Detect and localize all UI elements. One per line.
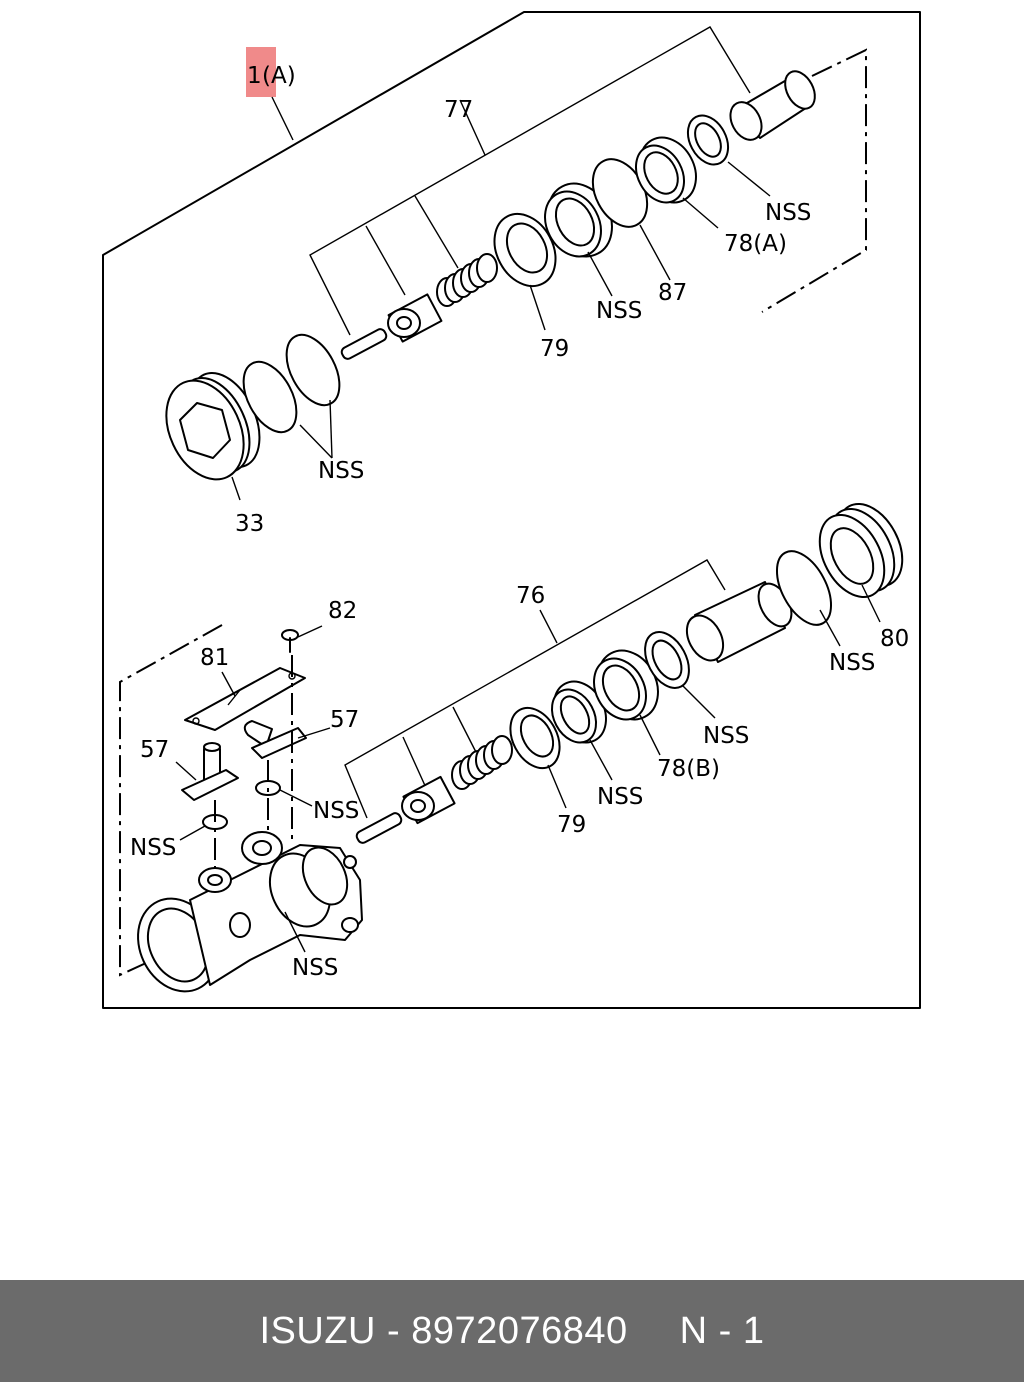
ring-78b [593, 649, 659, 721]
sleeve-top [387, 293, 443, 343]
washer-79-top [493, 212, 557, 288]
screw-82 [281, 629, 299, 653]
label-nss-top-seal: NSS [596, 298, 642, 324]
label-33: 33 [235, 511, 264, 537]
tube-top [729, 70, 816, 141]
pin-top [340, 328, 388, 360]
label-57-right: 57 [330, 707, 359, 733]
label-nss-washer-left: NSS [130, 835, 176, 861]
ring-78a [635, 136, 697, 204]
fitting-57-right [243, 720, 307, 759]
cap-80 [818, 502, 904, 599]
label-79-top: 79 [540, 336, 569, 362]
valve-body [137, 831, 363, 993]
label-82: 82 [328, 598, 357, 624]
label-81: 81 [200, 645, 229, 671]
ring-nss-bottom [644, 631, 690, 689]
label-80: 80 [880, 626, 909, 652]
label-78b: 78(B) [657, 756, 720, 782]
footer-code: N - 1 [679, 1309, 765, 1352]
seal-top [544, 182, 613, 258]
label-77: 77 [444, 97, 473, 123]
label-1: 1 [247, 63, 262, 89]
ring-nss-top [686, 114, 730, 166]
label-nss-body: NSS [292, 955, 338, 981]
label-nss-top-ring: NSS [765, 200, 811, 226]
label-nss-80: NSS [829, 650, 875, 676]
label-nss-orings: NSS [318, 458, 364, 484]
oring-nss-80 [775, 550, 833, 626]
label-nss-mid: NSS [597, 784, 643, 810]
label-nss-78b: NSS [703, 723, 749, 749]
sleeve-bottom [401, 775, 456, 825]
oring-nss-2 [285, 333, 341, 407]
pin-bottom [355, 812, 403, 844]
label-76: 76 [516, 583, 545, 609]
cap-33 [165, 371, 261, 481]
axis-top [761, 48, 867, 313]
spring-top [436, 253, 498, 307]
footer-brand: ISUZU [259, 1309, 376, 1352]
label-79-bottom: 79 [557, 812, 586, 838]
label-nss-washer-right: NSS [313, 798, 359, 824]
footer-part-number: 8972076840 [411, 1309, 628, 1352]
tube-bottom [685, 581, 793, 663]
diagram-frame [102, 11, 921, 1009]
footer-bar: ISUZU - 8972076840 N - 1 [0, 1280, 1024, 1382]
seal-bottom [550, 680, 607, 744]
label-87: 87 [658, 280, 687, 306]
highlight-marker [246, 47, 276, 97]
fitting-57-left [181, 742, 239, 801]
parts-diagram: 1 (A) 77 NSS 78(A) 87 NSS 79 NSS 33 76 8… [102, 11, 921, 1009]
spring-bottom [451, 735, 513, 790]
label-1-suffix: (A) [262, 63, 296, 89]
label-57-left: 57 [140, 737, 169, 763]
bracket-77 [309, 26, 751, 336]
oring-nss-1 [242, 360, 298, 434]
bracket-81 [184, 667, 306, 731]
label-78a: 78(A) [724, 231, 787, 257]
footer-separator: - [376, 1309, 412, 1352]
bracket-76 [344, 559, 726, 819]
washer-79-bottom [509, 706, 561, 770]
